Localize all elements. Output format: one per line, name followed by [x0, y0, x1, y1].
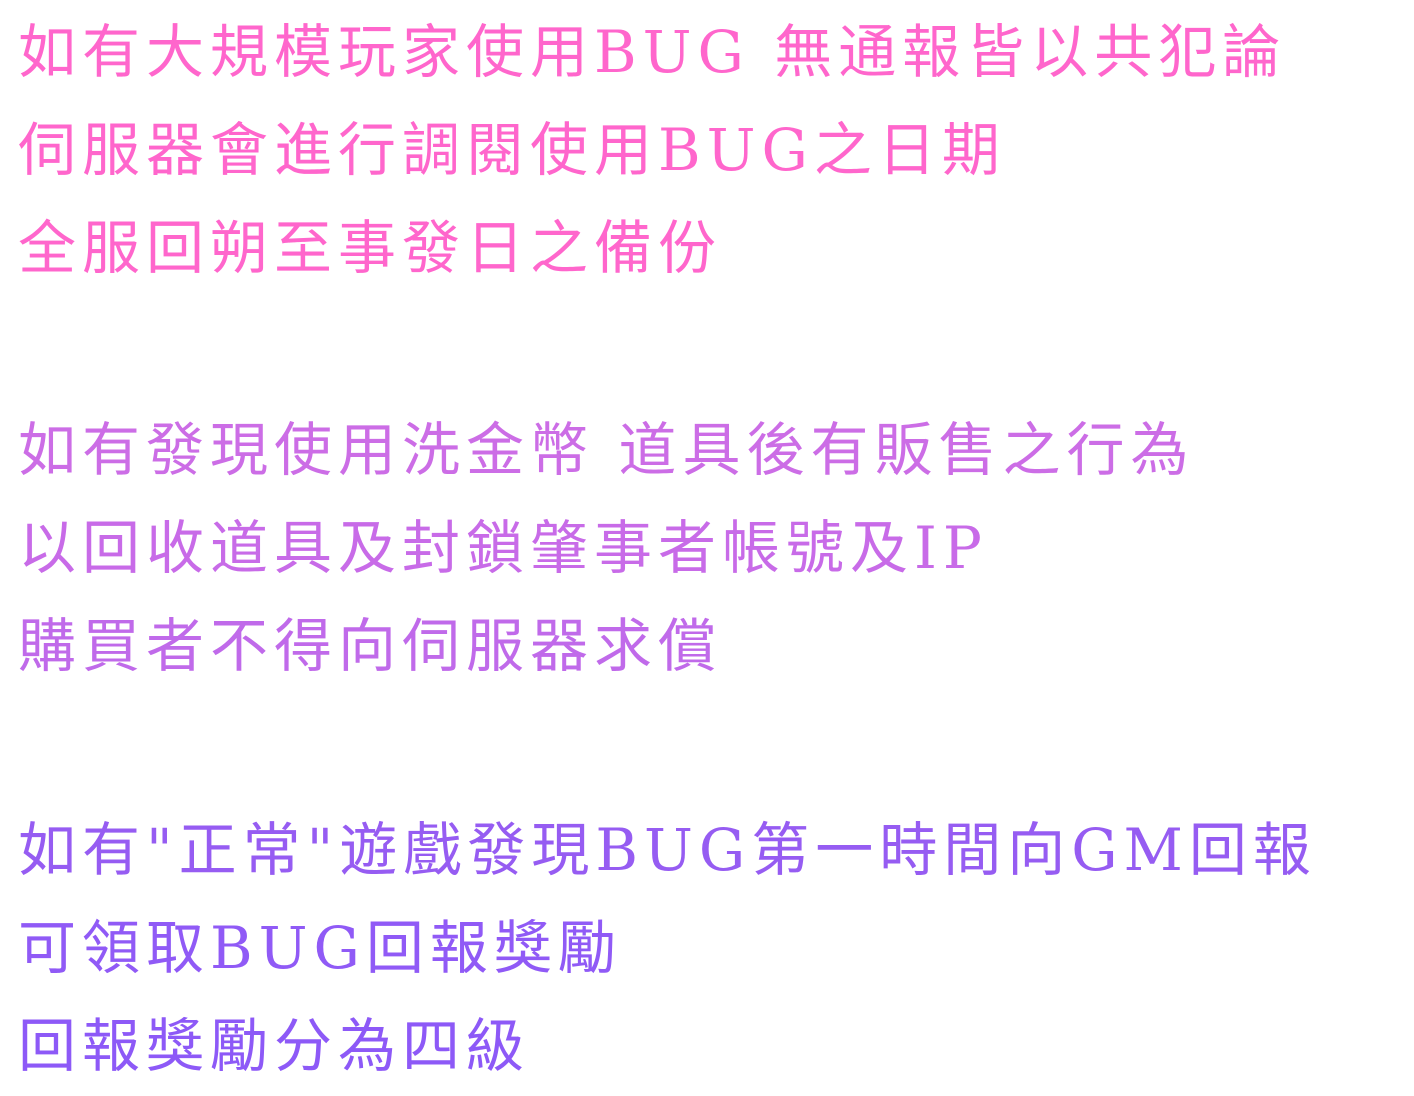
notice-line: 如有"正常"遊戲發現BUG第一時間向GM回報 [18, 816, 1317, 884]
notice-line: 伺服器會進行調閱使用BUG之日期 [18, 116, 1006, 184]
notice-line: 如有發現使用洗金幣 道具後有販售之行為 [18, 416, 1195, 484]
notice-line: 全服回朔至事發日之備份 [18, 214, 723, 282]
notice-line: 以回收道具及封鎖肇事者帳號及IP [18, 514, 988, 582]
notice-line: 回報獎勵分為四級 [18, 1012, 531, 1080]
notice-line: 購買者不得向伺服器求償 [18, 612, 723, 680]
notice-line: 可領取BUG回報獎勵 [18, 914, 622, 982]
notice-line: 如有大規模玩家使用BUG 無通報皆以共犯論 [18, 18, 1287, 86]
